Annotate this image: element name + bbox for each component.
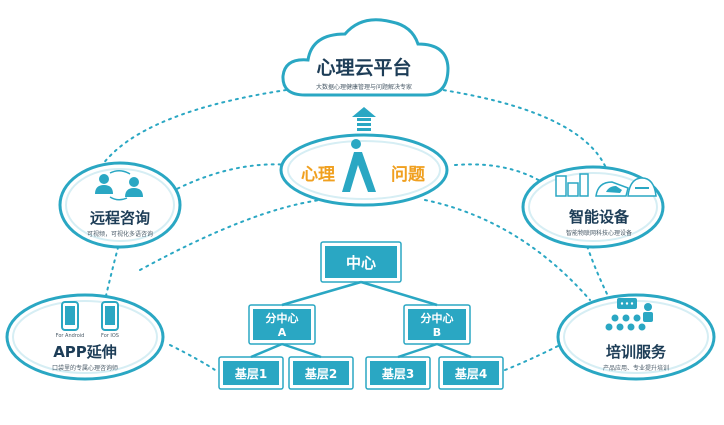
connector-arcs [99,87,611,371]
up-arrow-icon [352,107,376,131]
org-root-box: 中心 [320,241,402,283]
smart-subtitle: 智能物联网科技心理设备 [566,229,632,237]
org-leaf-3-box: 基层3 [365,356,431,390]
org-root-label: 中心 [346,254,376,272]
training-title: 培训服务 [606,343,667,361]
center-right-text: 问题 [391,164,426,185]
smart-devices-icon [555,173,657,197]
org-leaf-2-label: 基层2 [304,366,337,381]
cloud-title: 心理云平台 [316,56,411,79]
org-leaf-4-label: 基层4 [454,366,487,381]
org-chart-connectors [250,280,472,359]
app-ios-label: For IOS [101,333,119,339]
org-branch-a-box: 分中心 A [248,304,316,345]
smart-title: 智能设备 [569,208,630,226]
org-branch-a-line1: 分中心 [266,311,299,325]
org-branch-a-line2: A [278,326,287,339]
remote-consult-node: 远程咨询 可视频，可视化多语咨询 [58,161,182,249]
app-title: APP延伸 [53,343,117,361]
org-leaf-1-box: 基层1 [218,356,284,390]
smart-devices-node: 智能设备 智能物联网科技心理设备 [521,165,665,249]
remote-subtitle: 可视频，可视化多语咨询 [87,230,153,238]
app-android-label: For Android [56,333,85,339]
org-branch-b-box: 分中心 B [403,304,471,345]
human-figure-icon [342,139,376,192]
org-leaf-4-box: 基层4 [438,356,504,390]
org-branch-b-line2: B [433,326,441,339]
two-people-exchange-icon [95,170,143,201]
cloud-platform-node: 心理云平台 大数据心理健康管理与问题解决专家 [281,18,450,97]
app-subtitle: 口袋里的专属心理咨询师 [52,364,118,372]
remote-title: 远程咨询 [90,209,150,227]
smartphones-icon [61,301,119,331]
training-node: 培训服务 产品应用、专业提升培训 [556,293,716,381]
org-leaf-3-label: 基层3 [381,366,414,381]
org-leaf-1-label: 基层1 [234,366,267,381]
app-node: For Android For IOS APP延伸 口袋里的专属心理咨询师 [5,293,165,381]
org-leaf-2-box: 基层2 [288,356,354,390]
org-branch-b-line1: 分中心 [421,311,454,325]
center-left-text: 心理 [301,165,335,185]
training-subtitle: 产品应用、专业提升培训 [603,364,669,372]
classroom-icon [605,298,653,331]
cloud-subtitle: 大数据心理健康管理与问题解决专家 [316,83,412,91]
center-node: 心理 问题 [279,133,449,207]
